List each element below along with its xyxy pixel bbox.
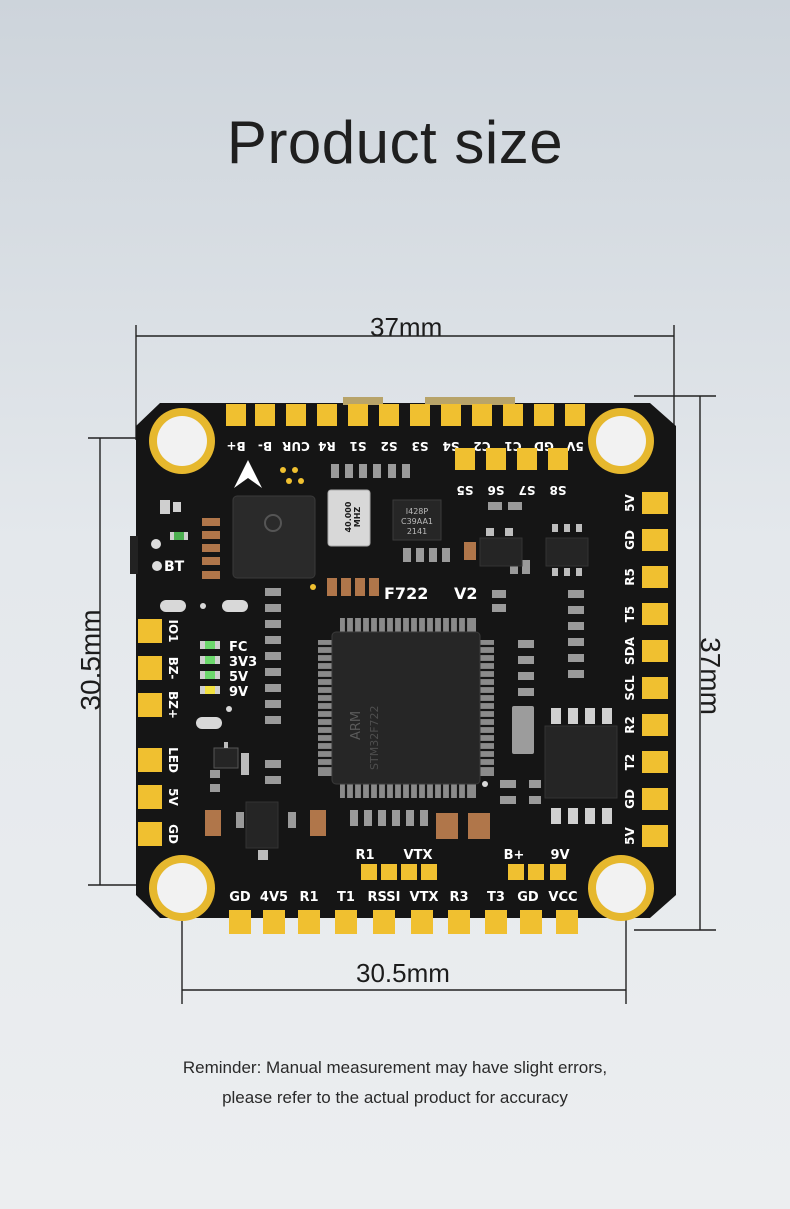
svg-text:9V: 9V xyxy=(229,685,248,700)
pad-label: R1 xyxy=(299,890,318,905)
pad-label: 5V xyxy=(565,439,583,453)
svg-text:5V: 5V xyxy=(229,670,248,685)
svg-text:I428P: I428P xyxy=(406,507,429,516)
pad-label: BZ+ xyxy=(166,691,180,719)
dimension-lines xyxy=(88,325,716,1004)
pad-label: 5V xyxy=(623,826,637,844)
top-pads xyxy=(226,404,585,426)
pad-label: S3 xyxy=(412,439,429,453)
pad-label: R1 xyxy=(355,848,374,863)
brand-logo-icon xyxy=(234,460,262,488)
pad-label: 5V xyxy=(623,493,637,511)
status-leds: FC 3V3 5V 9V xyxy=(200,640,257,700)
svg-text:STM32F722: STM32F722 xyxy=(368,705,381,770)
width-dimension-label: 37mm xyxy=(370,312,443,342)
left-pads xyxy=(138,619,162,846)
inner-bottom-pads xyxy=(361,864,566,880)
svg-text:3V3: 3V3 xyxy=(229,655,257,670)
pad-label: VTX xyxy=(404,848,433,863)
pad-label: T2 xyxy=(623,754,637,771)
mounting-holes xyxy=(149,408,654,921)
svg-text:MHZ: MHZ xyxy=(353,507,362,528)
svg-text:40.000: 40.000 xyxy=(344,501,353,532)
pad-label: S2 xyxy=(381,439,398,453)
bottom-mount-dimension-label: 30.5mm xyxy=(356,958,450,988)
pad-label: T1 xyxy=(337,890,355,905)
svg-text:C39AA1: C39AA1 xyxy=(401,517,433,526)
version-label: V2 xyxy=(454,584,478,603)
pad-label: RSSI xyxy=(368,890,401,905)
model-label: F722 xyxy=(384,584,428,603)
pad-label: 5V xyxy=(166,788,180,806)
left-pad-labels: IO1 BZ- BZ+ LED 5V GD xyxy=(166,619,180,843)
pad-label: S5 xyxy=(457,483,474,497)
pad-label: S6 xyxy=(488,483,505,497)
pad-label: GD xyxy=(517,890,539,905)
pad-label: R4 xyxy=(318,439,336,453)
pad-label: 4V5 xyxy=(260,890,288,905)
pad-label: R5 xyxy=(623,568,637,586)
pad-label: GD xyxy=(623,530,637,550)
pad-label: B+ xyxy=(504,848,525,863)
pad-label: GD xyxy=(166,824,180,844)
baro-chip: I428P C39AA1 2141 xyxy=(392,499,442,541)
bottom-pads xyxy=(229,910,578,934)
pad-label: GD xyxy=(229,890,251,905)
pad-label: VTX xyxy=(410,890,439,905)
right-pad-labels: 5V GD R5 T5 SDA SCL R2 T2 GD 5V xyxy=(623,493,637,844)
pad-label: T3 xyxy=(487,890,505,905)
right-pads xyxy=(642,492,668,847)
pad-label: IO1 xyxy=(166,619,180,642)
pad-label: VCC xyxy=(548,890,577,905)
pad-label: R2 xyxy=(623,716,637,734)
pad-label: S7 xyxy=(519,483,536,497)
svg-text:FC: FC xyxy=(229,640,247,655)
crystal-oscillator: 40.000 MHZ xyxy=(327,489,371,547)
pad-label: S1 xyxy=(350,439,367,453)
second-row-pads xyxy=(455,448,568,470)
pad-label: SDA xyxy=(623,636,637,665)
svg-text:ARM: ARM xyxy=(349,711,364,740)
second-row-labels: S5 S6 S7 S8 xyxy=(457,483,567,497)
pad-label: GD xyxy=(623,789,637,809)
svg-text:2141: 2141 xyxy=(407,527,427,536)
inner-pad-labels: R1 VTX B+ 9V xyxy=(355,848,569,863)
pad-label: LED xyxy=(166,747,180,773)
bt-label: BT xyxy=(164,559,185,575)
pad-label: B- xyxy=(258,439,272,453)
bt-module: BT xyxy=(151,495,316,579)
pad-label: B+ xyxy=(226,439,245,453)
wifi-icon xyxy=(264,514,282,532)
reminder-line-1: Reminder: Manual measurement may have sl… xyxy=(182,1058,608,1077)
pad-label: 9V xyxy=(550,848,569,863)
pad-label: S8 xyxy=(550,483,567,497)
pad-label: SCL xyxy=(623,675,637,700)
pad-label: R3 xyxy=(449,890,468,905)
pad-label: CUR xyxy=(282,439,310,453)
bottom-pad-labels: GD 4V5 R1 T1 RSSI VTX R3 T3 GD VCC xyxy=(229,890,577,905)
mcu-chip: ARM STM32F722 xyxy=(318,618,494,798)
pad-label: BZ- xyxy=(166,657,180,680)
pad-label: T5 xyxy=(623,606,637,623)
page-title: Product size xyxy=(226,109,564,176)
reminder-line-2: please refer to the actual product for a… xyxy=(222,1088,568,1107)
